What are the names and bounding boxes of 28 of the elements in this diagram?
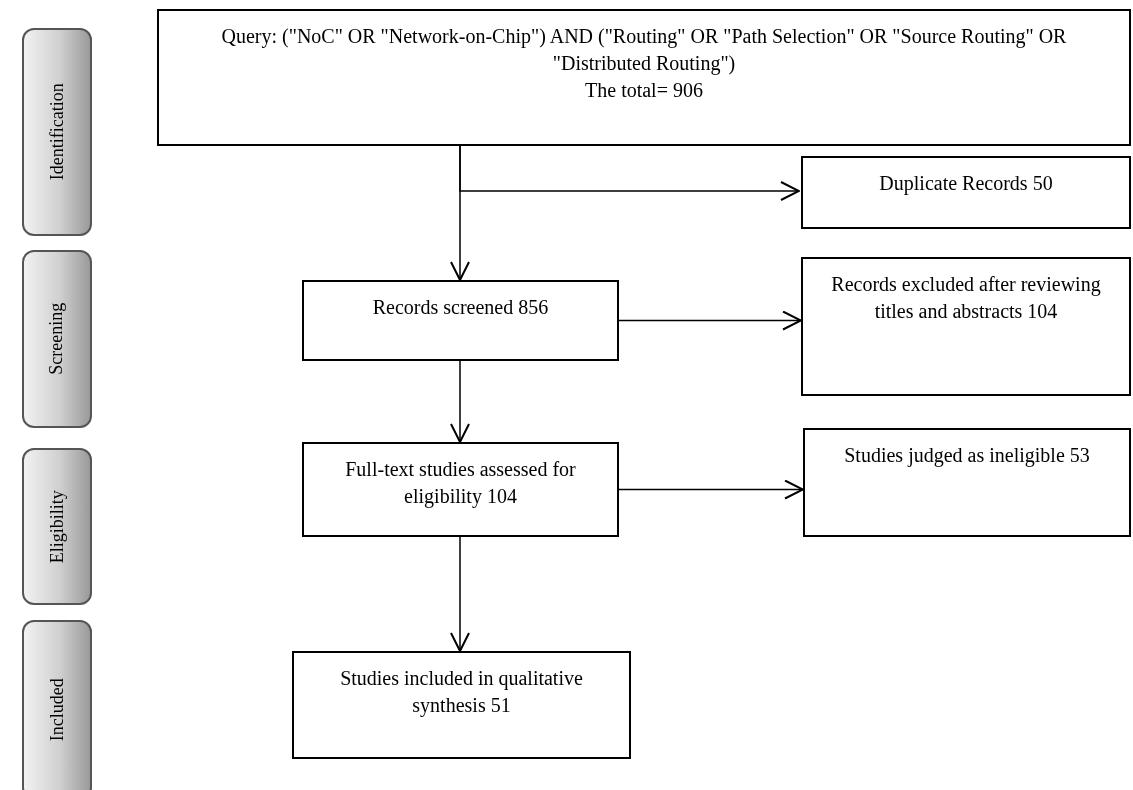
stage-label (22, 28, 92, 236)
box-text: Studies included in qualitative synthesis 51 (339, 666, 584, 719)
box-text: Included (46, 678, 68, 742)
process-box (801, 257, 1131, 396)
box-text: Full-text studies assessed for eligibility 104 (344, 457, 577, 510)
box-text: Eligibility (46, 490, 68, 563)
box-text: Records screened 856 (372, 295, 549, 320)
arrow (450, 536, 470, 652)
arrow (459, 145, 800, 201)
box-text: Records excluded after reviewing titles and abstracts 104 (830, 272, 1102, 324)
stage-label (22, 448, 92, 605)
box-text: Duplicate Records 50 (879, 171, 1053, 197)
stage-label (22, 620, 92, 790)
box-text: Studies judged as ineligible 53 (844, 443, 1090, 469)
box-text: Screening (46, 303, 68, 375)
stage-label (22, 250, 92, 428)
process-box (801, 156, 1131, 229)
process-box (803, 428, 1131, 537)
process-box (292, 651, 631, 759)
box-text: The total= 906 (585, 78, 703, 103)
arrow (618, 479, 804, 500)
arrow (450, 360, 470, 443)
box-text: Query: ("NoC" OR "Network-on-Chip") AND ("Routing" OR "Path Selection" OR "Source Routing" OR "Distributed Routing") (220, 24, 1068, 77)
arrow (618, 310, 802, 331)
process-box (302, 280, 619, 361)
process-box (302, 442, 619, 537)
box-text: Identification (46, 83, 68, 181)
process-box (157, 9, 1131, 146)
